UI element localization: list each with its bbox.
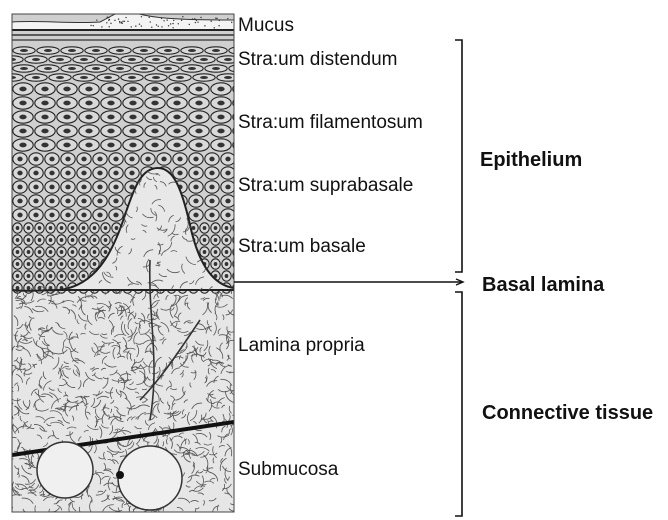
label-connective-tissue: Connective tissue <box>482 403 653 423</box>
label-stratum-basale: Stra:um basale <box>238 237 366 256</box>
label-stratum-suprabasale: Stra:um suprabasale <box>238 176 413 195</box>
label-epithelium: Epithelium <box>480 150 582 170</box>
epithelium-brace <box>455 40 462 272</box>
label-basal-lamina: Basal lamina <box>482 275 604 295</box>
label-stratum-distendum: Stra:um distendum <box>238 50 397 69</box>
gland-circle <box>118 446 182 510</box>
gland-circle <box>37 442 93 498</box>
label-mucus: Mucus <box>238 16 294 35</box>
label-stratum-filamentosum: Stra:um filamentosum <box>238 113 423 132</box>
connective-brace <box>455 292 462 516</box>
label-lamina-propria: Lamina propria <box>238 336 365 355</box>
label-submucosa: Submucosa <box>238 460 338 479</box>
